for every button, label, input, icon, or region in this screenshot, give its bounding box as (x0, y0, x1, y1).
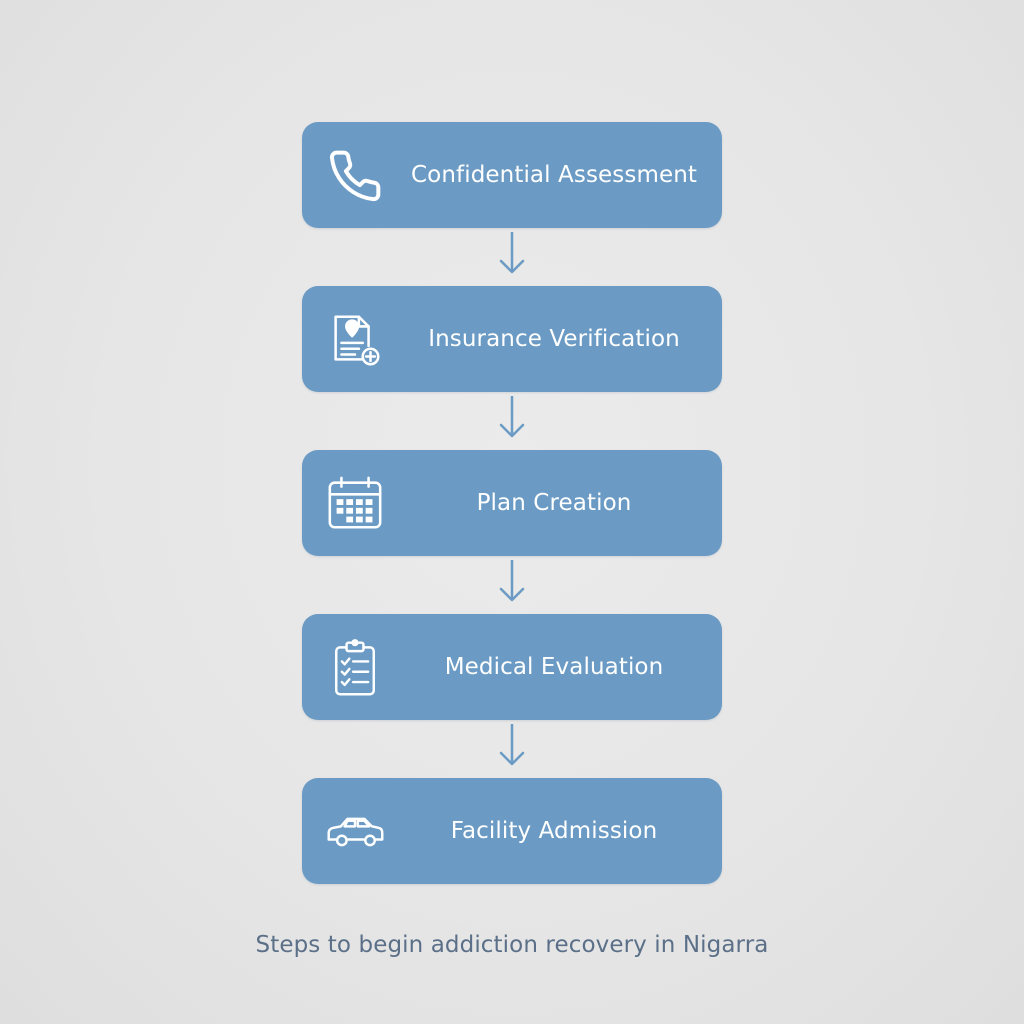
car-icon (324, 801, 386, 863)
document-plus-icon (324, 309, 386, 371)
step-label: Insurance Verification (428, 326, 680, 352)
flow-arrow (302, 556, 722, 614)
flow-arrow (302, 228, 722, 286)
step-plan-creation: Plan Creation (302, 450, 722, 556)
step-insurance-verification: Insurance Verification (302, 286, 722, 392)
calendar-icon (324, 473, 386, 535)
step-label: Plan Creation (476, 490, 632, 516)
diagram-caption: Steps to begin addiction recovery in Nig… (255, 932, 769, 958)
recovery-steps-flow: Confidential Assessment Insurance Verifi… (302, 122, 722, 884)
flow-arrow (302, 392, 722, 450)
step-facility-admission: Facility Admission (302, 778, 722, 884)
flow-arrow (302, 720, 722, 778)
step-confidential-assessment: Confidential Assessment (302, 122, 722, 228)
phone-icon (324, 145, 386, 207)
step-label: Facility Admission (450, 818, 658, 844)
step-medical-evaluation: Medical Evaluation (302, 614, 722, 720)
step-label: Confidential Assessment (411, 162, 697, 188)
step-label: Medical Evaluation (444, 654, 664, 680)
clipboard-checklist-icon (324, 637, 386, 699)
